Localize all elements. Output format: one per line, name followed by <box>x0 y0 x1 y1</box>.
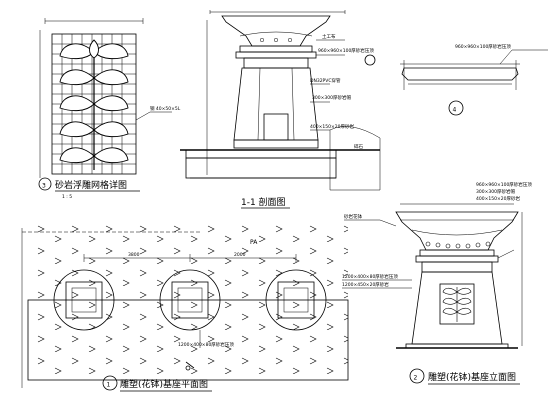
section-leaders <box>310 39 354 151</box>
elevation-relief-panel <box>439 283 475 325</box>
trellis-scale: 1 : 5 <box>62 194 72 200</box>
leaf-relief <box>59 39 129 170</box>
section-1-1: DN32PVC穿管 300×300厚砂岩帽 960×960×100厚砂岩压顶 4… <box>180 10 381 209</box>
section-label-3: 960×960×100厚砂岩压顶 <box>318 47 374 54</box>
section-label-5: 土工布 <box>322 33 336 40</box>
elevation-title: 雕塑(花钵)基座立面图 <box>428 371 516 383</box>
plan-label: 1200×400×80厚砂岩压顶 <box>178 341 234 348</box>
detail-number-bubble <box>38 177 52 191</box>
detail-number: 3 <box>42 183 46 190</box>
trellis-detail: 钢 40×50×5L 3 砂岩浮雕网格详图 1 : 5 <box>38 18 181 200</box>
plan-number: 1 <box>107 382 111 389</box>
elevation-label-1: 砂岩花钵 <box>344 213 362 220</box>
plan-dim-secondary: 2000 <box>234 252 246 258</box>
elevation-bubble <box>409 368 425 384</box>
plan-dim-spacing: 3800 <box>128 252 140 258</box>
section-label-6: 碎石 <box>354 143 363 150</box>
section-pedestal <box>233 67 319 141</box>
section-title: 1-1 剖面图 <box>241 196 286 208</box>
trellis-detail-title: 砂岩浮雕网格详图 <box>55 179 127 191</box>
trellis-material-label: 钢 40×50×5L <box>150 105 181 112</box>
detail4-label: 960×960×100厚砂岩压顶 <box>455 43 511 50</box>
elevation-label-3: 300×300厚砂岩帽 <box>476 188 515 195</box>
elevation-label-2: 960×960×100厚砂岩压顶 <box>476 181 532 188</box>
elevation-number: 2 <box>414 375 418 382</box>
plan-title: 雕塑(花钵)基座平面图 <box>120 378 208 390</box>
planter-circles <box>53 269 327 331</box>
section-marker <box>185 365 191 371</box>
section-label-1: DN32PVC穿管 <box>310 77 341 84</box>
plan-pa-label: PA <box>250 239 258 246</box>
section-label-4: 400×150×20厚砂岩 <box>310 123 354 130</box>
detail-4: 960×960×100厚砂岩压顶 4 <box>400 43 548 116</box>
detail4-bubble <box>448 100 464 116</box>
section-urn <box>221 15 331 47</box>
elevation-label-4: 400×150×20厚砂岩 <box>476 195 520 202</box>
section-grid-bubble <box>364 54 376 66</box>
section-label-2: 300×300厚砂岩帽 <box>312 94 351 101</box>
detail4-number: 4 <box>453 107 457 114</box>
elevation-label-6: 1200×450×20厚砂岩 <box>342 281 389 288</box>
plan-bubble <box>102 375 118 391</box>
paving-band <box>27 299 349 381</box>
elevation: 砂岩花钵 960×960×100厚砂岩压顶 300×300厚砂岩帽 400×15… <box>342 181 532 385</box>
coping-profile <box>401 67 519 81</box>
elevation-label-5: 1200×400×80厚砂岩压顶 <box>342 273 398 280</box>
plan: 3800 2000 PA 1200×400×80厚砂岩压顶 1 雕塑(花钵)基座… <box>21 224 349 392</box>
